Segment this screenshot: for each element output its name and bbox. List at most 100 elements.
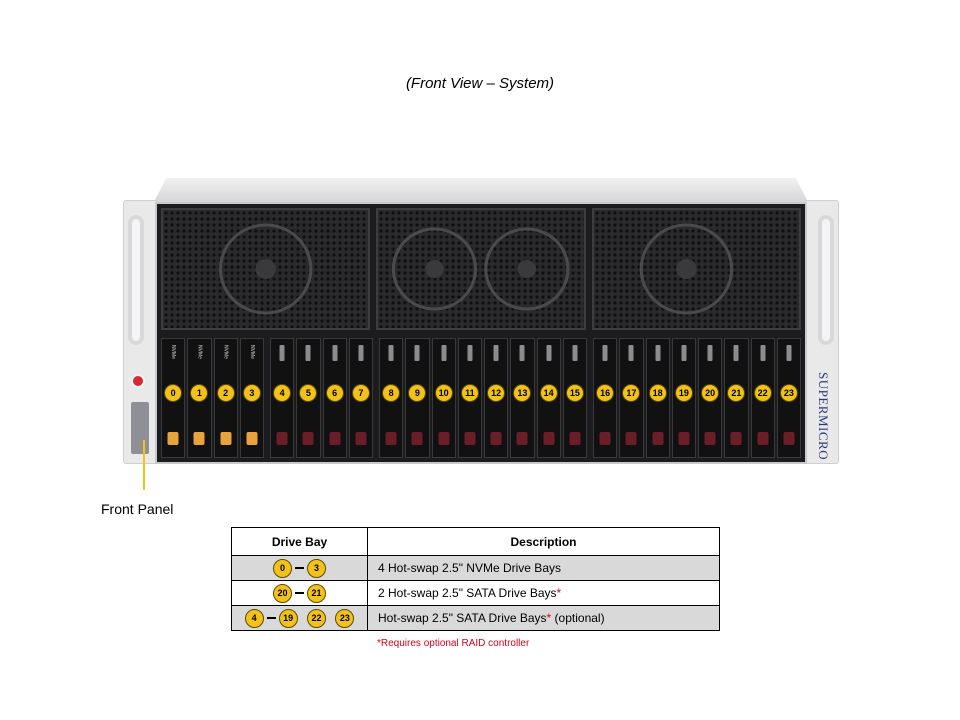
bay-latch <box>519 345 525 361</box>
range-dash <box>295 592 304 594</box>
bay-number-badge: 23 <box>779 384 798 402</box>
drive-bay[interactable] <box>270 338 295 458</box>
bay-release-button[interactable] <box>246 432 258 445</box>
bay-latch <box>655 345 661 361</box>
chassis-top-cover <box>153 178 809 204</box>
range-dash <box>266 617 276 619</box>
bay-number-badge: 15 <box>565 384 584 402</box>
bay-number-badge: 12 <box>487 384 506 402</box>
bay-latch <box>733 345 739 361</box>
bay-badge: 4 <box>244 608 264 628</box>
bay-number-badge: 18 <box>648 384 667 402</box>
bay-release-button[interactable] <box>220 432 232 445</box>
bay-latch <box>441 345 447 361</box>
figure-title: (Front View – System) <box>405 75 555 92</box>
bay-release-button[interactable] <box>599 432 611 445</box>
bay-release-button[interactable] <box>385 432 397 445</box>
brand-logo: SUPERMICRO <box>816 371 831 461</box>
bay-latch <box>707 345 713 361</box>
bay-number-badge: 16 <box>596 384 615 402</box>
fan-grille-row <box>161 208 801 330</box>
bay-release-button[interactable] <box>438 432 450 445</box>
fan-grille <box>591 208 801 330</box>
power-button-icon[interactable] <box>131 374 145 388</box>
bay-badge: 0 <box>273 558 292 578</box>
fan-grille <box>161 208 371 330</box>
bay-number-badge: 13 <box>513 384 532 402</box>
status-led-strip <box>131 402 149 454</box>
header-description: Description <box>367 527 720 556</box>
front-control-panel[interactable] <box>131 374 149 458</box>
front-panel-label: Front Panel <box>101 501 174 517</box>
bay-latch <box>681 345 687 361</box>
bay-release-button[interactable] <box>569 432 581 445</box>
asterisk: * <box>556 586 562 600</box>
header-drive-bay: Drive Bay <box>231 527 368 556</box>
bay-number-badge: 20 <box>701 384 720 402</box>
right-handle <box>818 215 834 345</box>
bay-number-badge: 2 <box>216 384 235 402</box>
bay-badge: 3 <box>307 558 326 578</box>
bay-latch <box>358 345 364 361</box>
bay-release-button[interactable] <box>329 432 341 445</box>
bay-badge: 21 <box>307 583 326 603</box>
bay-number-badge: 6 <box>325 384 344 402</box>
drive-bay[interactable] <box>671 338 696 458</box>
description-cell: Hot-swap 2.5" SATA Drive Bays* (optional… <box>367 605 720 631</box>
bay-release-button[interactable] <box>757 432 769 445</box>
asterisk: * <box>546 611 552 625</box>
bay-release-button[interactable] <box>783 432 795 445</box>
fan-grille <box>376 208 586 330</box>
bay-number-badge: 1 <box>190 384 209 402</box>
bay-latch <box>602 345 608 361</box>
bay-release-button[interactable] <box>652 432 664 445</box>
bay-number-badge: 8 <box>382 384 401 402</box>
bay-badge: 23 <box>335 608 355 628</box>
bay-latch <box>760 345 766 361</box>
bay-latch <box>388 345 394 361</box>
bay-number-badge: 17 <box>622 384 641 402</box>
bay-release-button[interactable] <box>411 432 423 445</box>
bay-release-button[interactable] <box>276 432 288 445</box>
bay-badge: 20 <box>273 583 292 603</box>
bay-number-badge: 0 <box>164 384 183 402</box>
bay-latch <box>493 345 499 361</box>
bay-release-button[interactable] <box>193 432 205 445</box>
bay-release-button[interactable] <box>516 432 528 445</box>
bay-release-button[interactable] <box>167 432 179 445</box>
bay-release-button[interactable] <box>355 432 367 445</box>
bay-number-badge: 4 <box>273 384 292 402</box>
bay-release-button[interactable] <box>490 432 502 445</box>
bay-number-badge: 7 <box>351 384 370 402</box>
description-cell: 4 Hot-swap 2.5" NVMe Drive Bays <box>367 555 720 581</box>
description-cell: 2 Hot-swap 2.5" SATA Drive Bays* <box>367 580 720 606</box>
bay-release-button[interactable] <box>302 432 314 445</box>
bay-badge: 22 <box>307 608 326 628</box>
nvme-label: NVMe <box>196 345 203 359</box>
bay-release-button[interactable] <box>543 432 555 445</box>
bay-latch <box>467 345 473 361</box>
bay-number-badge: 22 <box>753 384 772 402</box>
bay-release-button[interactable] <box>678 432 690 445</box>
bay-latch <box>786 345 792 361</box>
bay-number-badge: 19 <box>674 384 693 402</box>
bay-latch <box>546 345 552 361</box>
bay-number-badge: 10 <box>434 384 453 402</box>
bay-release-button[interactable] <box>704 432 716 445</box>
nvme-label: NVMe <box>248 345 255 359</box>
bay-latch <box>332 345 338 361</box>
footnote: *Requires optional RAID controller <box>377 638 530 649</box>
bay-release-button[interactable] <box>464 432 476 445</box>
bay-number-badge: 14 <box>539 384 558 402</box>
bay-release-button[interactable] <box>730 432 742 445</box>
table-header-row: Drive Bay Description <box>231 527 720 556</box>
bay-number-badge: 11 <box>460 384 479 402</box>
bay-release-button[interactable] <box>625 432 637 445</box>
